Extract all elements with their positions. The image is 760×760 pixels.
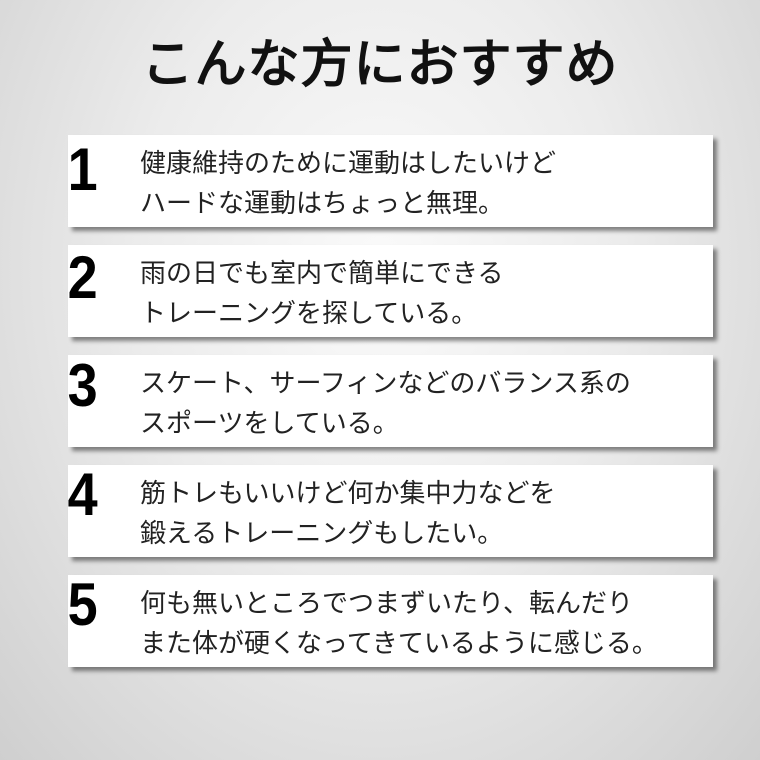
recommendation-card-4: 筋トレもいいけど何か集中力などを 鍛えるトレーニングもしたい。	[68, 465, 713, 557]
item-number-3: 3	[67, 352, 98, 419]
recommendation-card-2: 雨の日でも室内で簡単にできる トレーニングを探している。	[68, 245, 713, 337]
item-number-1: 1	[67, 136, 98, 203]
card-line-1: 健康維持のために運動はしたいけど	[140, 149, 557, 179]
card-line-2: スポーツをしている。	[140, 409, 399, 439]
recommendation-card-3: スケート、サーフィンなどのバランス系の スポーツをしている。	[68, 355, 713, 447]
page-title: こんな方におすすめ	[141, 35, 619, 95]
card-line-1: 雨の日でも室内で簡単にできる	[140, 259, 504, 289]
recommendation-card-1: 健康維持のために運動はしたいけど ハードな運動はちょっと無理。	[68, 135, 713, 227]
card-line-1: 筋トレもいいけど何か集中力などを	[140, 479, 556, 509]
card-line-2: ハードな運動はちょっと無理。	[140, 189, 505, 219]
item-number-2: 2	[67, 244, 98, 311]
card-line-2: 鍛えるトレーニングもしたい。	[140, 519, 504, 549]
card-line-1: 何も無いところでつまずいたり、転んだり	[140, 589, 633, 619]
item-number-5: 5	[67, 571, 98, 638]
card-line-1: スケート、サーフィンなどのバランス系の	[140, 369, 631, 399]
card-line-2: また体が硬くなってきているように感じる。	[140, 629, 658, 659]
card-line-2: トレーニングを探している。	[140, 299, 478, 329]
item-number-4: 4	[67, 461, 98, 528]
recommendation-card-5: 何も無いところでつまずいたり、転んだり また体が硬くなってきているように感じる。	[68, 575, 713, 667]
